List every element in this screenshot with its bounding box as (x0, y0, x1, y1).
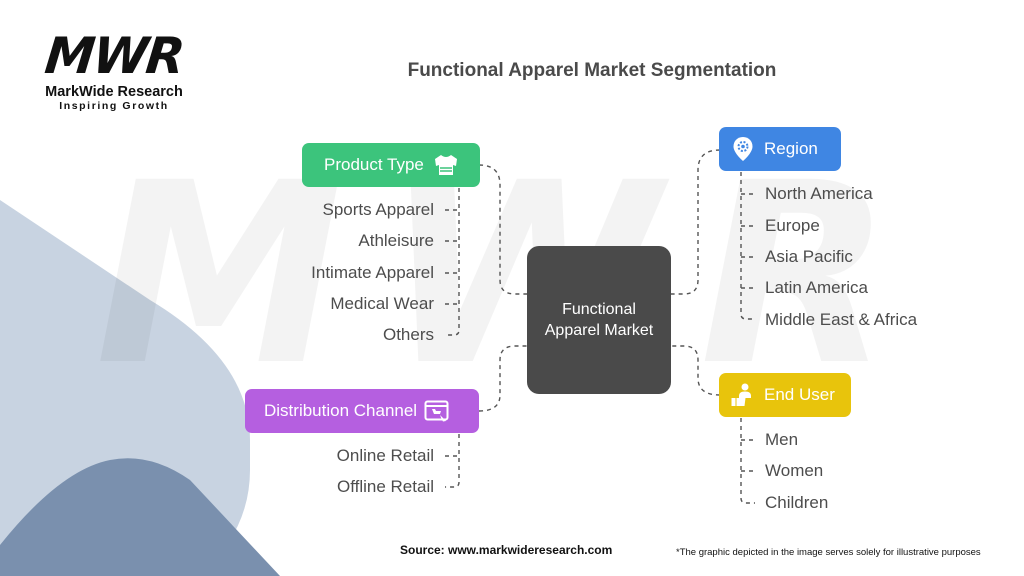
connector-end-user (671, 345, 721, 396)
user-thumbs-up-icon (729, 381, 757, 409)
connector-product-type (478, 164, 527, 295)
distribution-channel-label: Distribution Channel (264, 401, 418, 420)
list-item: Sports Apparel (322, 200, 434, 219)
end-user-pill: End User (719, 373, 851, 417)
list-item: Others (382, 325, 434, 344)
illustrative-note: *The graphic depicted in the image serve… (676, 547, 981, 558)
list-item: Online Retail (336, 446, 434, 465)
connector-region (671, 149, 721, 295)
location-pin-icon (729, 135, 757, 163)
dark-blue-shape (0, 458, 280, 576)
list-item: Intimate Apparel (311, 263, 434, 282)
list-item: Children (765, 493, 829, 512)
connector-region-items-spine (740, 172, 755, 320)
list-item: Asia Pacific (765, 247, 853, 266)
product-type-pill: Product Type (302, 143, 480, 187)
connector-distribution-items-spine (445, 434, 460, 488)
brand-logo: MWR MarkWide Research Inspiring Growth (38, 27, 190, 112)
center-label: Functional Apparel Market (544, 301, 654, 339)
connector-product-items-spine (445, 188, 460, 336)
end-user-label: End User (764, 385, 835, 404)
connector-distribution (478, 345, 527, 412)
distribution-channel-pill: Distribution Channel (245, 389, 479, 433)
connector-end-user-items-spine (740, 418, 755, 504)
list-item: Offline Retail (336, 477, 434, 496)
list-item: Athleisure (358, 231, 434, 250)
list-item: Men (765, 430, 799, 449)
brand-name: MarkWide Research (45, 84, 183, 100)
brand-watermark: MWR (95, 150, 932, 400)
connector-end-user-item-ticks (741, 439, 755, 472)
product-type-label: Product Type (324, 155, 424, 174)
brand-tagline: Inspiring Growth (59, 100, 169, 112)
list-item: Women (765, 461, 824, 480)
list-item: Latin America (765, 278, 868, 297)
list-item: North America (765, 184, 873, 203)
list-item: Middle East & Africa (765, 310, 918, 329)
online-shop-icon (423, 397, 451, 425)
source-credit: Source: www.markwideresearch.com (400, 543, 613, 557)
list-item: Medical Wear (330, 294, 434, 313)
region-label: Region (764, 139, 818, 158)
center-node: Functional Apparel Market (527, 246, 671, 394)
list-item: Europe (765, 216, 820, 235)
connector-product-item-ticks (445, 209, 459, 305)
region-pill: Region (719, 127, 841, 171)
logo-mark: MWR (42, 27, 186, 85)
connector-region-item-ticks (741, 193, 755, 289)
page-title: Functional Apparel Market Segmentation (407, 60, 777, 81)
sweater-icon (432, 151, 460, 179)
